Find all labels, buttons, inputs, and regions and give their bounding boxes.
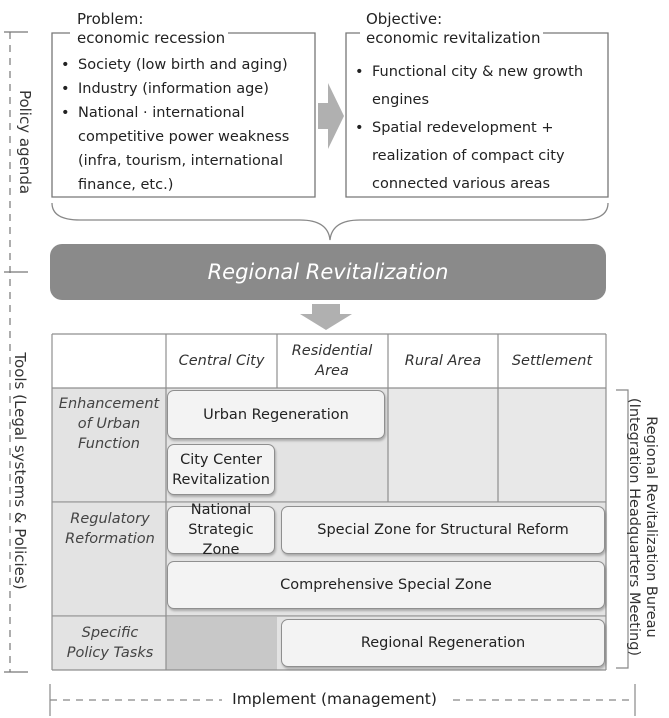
bureau-label-line2: (Integration Headquarters Meeting) [626,397,642,657]
regional-regeneration-box: Regional Regeneration [281,619,605,667]
column-header-central-city: Central City [178,353,265,369]
down-arrow [300,304,352,330]
city-center-revitalization-box: City Center Revitalization [167,444,275,495]
bureau-bracket [616,389,629,669]
row-header-enhancement: Enhancement of Urban Function [58,396,160,452]
implement-label-wrap: Implement (management) [0,690,669,708]
special-zone-structural-reform-box: Special Zone for Structural Reform [281,506,605,554]
column-header-residential-area: Residential Area [291,343,373,379]
problem-box-outline [51,32,316,198]
row-shade-3-dark [166,617,277,670]
column-header-settlement: Settlement [511,353,593,369]
problem-item: Industry (information age) [58,77,308,101]
grid-lines [51,333,607,671]
implement-label: Implement (management) [222,690,447,708]
national-strategic-zone-box: National Strategic Zone [167,502,275,558]
objective-title-line2: economic revitalization [366,29,541,47]
problem-title-line1: Problem: [77,10,144,28]
brace [51,202,609,241]
column-header-rural-area: Rural Area [404,353,482,369]
problem-title-line2: economic recession [77,29,226,47]
bureau-label: Regional Revitalization Bureau (Integrat… [625,377,659,677]
row-header-specific: Specific Policy Tasks [66,625,154,661]
policy-agenda-label: Policy agenda [16,89,34,195]
problem-item: Society (low birth and aging) [58,53,308,77]
right-arrow [318,83,344,149]
row1-white-cells [388,388,606,502]
bureau-label-line1: Regional Revitalization Bureau [643,416,659,638]
problem-item: National · international competitive pow… [58,101,308,197]
row-header-regulatory: Regulatory Reformation [65,511,155,547]
comprehensive-special-zone-box: Comprehensive Special Zone [167,561,605,609]
urban-regeneration-box: Urban Regeneration [167,390,385,439]
objective-title: Objective: economic revitalization [363,10,544,48]
problem-list: Society (low birth and aging) Industry (… [58,53,308,197]
objective-item: Functional city & new growth engines [352,58,600,114]
objective-list: Functional city & new growth engines Spa… [352,58,600,198]
problem-title: Problem: economic recession [74,10,229,48]
regional-revitalization-banner: Regional Revitalization [50,244,606,300]
tools-label: Tools (Legal systems & Policies) [11,352,29,590]
objective-item: Spatial redevelopment + realization of c… [352,114,600,198]
objective-title-line1: Objective: [366,10,443,28]
